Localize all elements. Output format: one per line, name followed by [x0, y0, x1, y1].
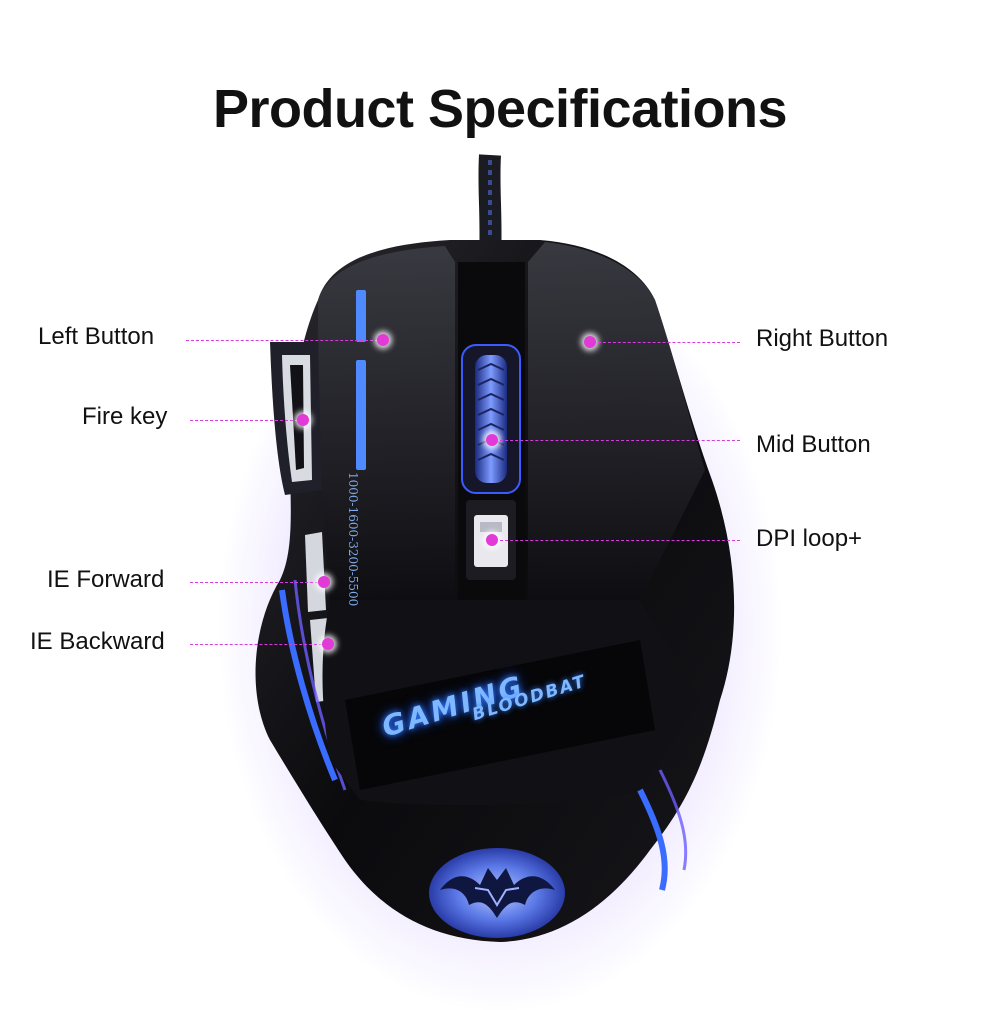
marker-dpi-loop [486, 534, 498, 546]
page-title: Product Specifications [212, 79, 788, 139]
callout-fire-key [190, 420, 298, 421]
left-button-panel [318, 246, 455, 600]
marker-fire-key [297, 414, 309, 426]
led-stripe-top [356, 290, 366, 342]
dpi-values: 1000-1600-3200-5500 [346, 472, 360, 607]
label-right-button: Right Button [756, 325, 889, 352]
marker-ie-forward [318, 576, 330, 588]
ie-forward-button [305, 532, 326, 612]
callout-ie-forward [190, 582, 318, 583]
callout-dpi-loop [500, 540, 740, 541]
label-mid-button: Mid Button [756, 431, 871, 458]
label-fire-key: Fire key [82, 403, 168, 430]
callout-right-button [598, 342, 740, 343]
marker-left-button [377, 334, 389, 346]
marker-right-button [584, 336, 596, 348]
led-stripe-bottom [356, 360, 366, 470]
bat-logo-icon [429, 848, 565, 938]
callout-mid-button [500, 440, 740, 441]
label-left-button: Left Button [38, 323, 155, 350]
marker-mid-button [486, 434, 498, 446]
marker-ie-backward [322, 638, 334, 650]
label-dpi-loop: DPI loop+ [756, 525, 863, 552]
label-ie-backward: IE Backward [30, 628, 165, 655]
callout-ie-backward [190, 644, 322, 645]
label-ie-forward: IE Forward [47, 566, 165, 593]
scroll-wheel [475, 355, 507, 483]
callout-left-button [186, 340, 378, 341]
side-led-strip [279, 589, 338, 782]
right-button-panel [528, 242, 705, 600]
